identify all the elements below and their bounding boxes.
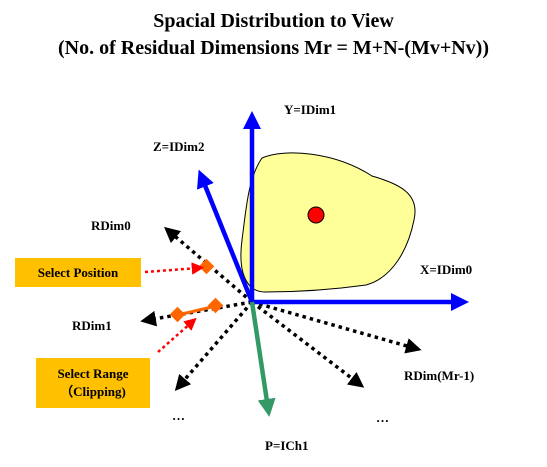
rdim-last-arrow bbox=[250, 300, 365, 388]
rdim-left-lower-arrow bbox=[174, 300, 254, 391]
select-range-sublabel: （Clipping) bbox=[60, 384, 126, 399]
title-line-1: Spacial Distribution to View bbox=[153, 10, 394, 32]
ellipsis-left: … bbox=[172, 408, 185, 423]
select-range-label: Select Range bbox=[57, 366, 129, 381]
select-position-button[interactable]: Select Position bbox=[15, 258, 141, 287]
x-axis-label: X=IDim0 bbox=[420, 262, 473, 277]
p-axis-label: P=ICh1 bbox=[265, 438, 309, 453]
rdim0-label: RDim0 bbox=[91, 218, 131, 233]
ellipsis-right: … bbox=[376, 410, 389, 425]
p-axis bbox=[249, 301, 276, 417]
z-axis-label: Z=IDim2 bbox=[153, 139, 205, 154]
range-marker-start[interactable] bbox=[169, 306, 186, 323]
data-point bbox=[307, 206, 325, 224]
select-range-button[interactable]: Select Range （Clipping) bbox=[36, 358, 150, 408]
y-axis-label: Y=IDim1 bbox=[284, 102, 337, 117]
position-pointer-arrow bbox=[144, 262, 205, 275]
title-line-2: (No. of Residual Dimensions Mr = M+N-(Mv… bbox=[58, 37, 489, 59]
range-pointer-arrow bbox=[157, 317, 197, 353]
select-position-label: Select Position bbox=[37, 264, 119, 280]
distribution-region bbox=[240, 152, 416, 293]
rdim-last-label: RDim(Mr-1) bbox=[404, 368, 475, 383]
z-axis bbox=[197, 169, 255, 303]
range-segment bbox=[177, 304, 217, 317]
rdim1-label: RDim1 bbox=[72, 318, 112, 333]
rdim-right-arrow bbox=[251, 300, 422, 354]
position-marker[interactable] bbox=[198, 258, 215, 275]
range-marker-end[interactable] bbox=[207, 297, 224, 314]
